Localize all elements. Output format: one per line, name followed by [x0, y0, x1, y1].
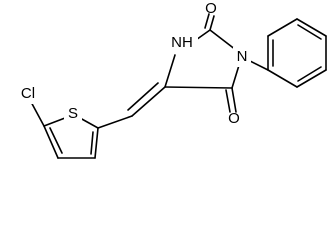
- nh-label-bg: [168, 33, 198, 53]
- bond-c2-ch: [97, 115, 133, 129]
- phenyl-ring: [267, 18, 327, 88]
- bond-ph5-ph6: [296, 69, 327, 88]
- methylidene-bridge: [97, 82, 166, 129]
- bond-s-c2: [79, 117, 99, 129]
- bond-ph2-ph3: [267, 18, 298, 37]
- bond-ph3-ph4-inner: [297, 24, 322, 40]
- bond-c5-cl: [29, 99, 45, 127]
- carbonyl-bottom: [225, 87, 237, 113]
- bond-c4-c5-inner: [49, 127, 63, 154]
- thiophene-ring: [43, 117, 99, 159]
- oxygen-top-label: O: [205, 0, 217, 17]
- bond-c2-c3: [94, 127, 99, 159]
- bond-ph5-ph6-inner: [297, 66, 322, 82]
- nitrogen-label: N: [237, 48, 248, 65]
- carbonyl-top: [204, 13, 215, 31]
- bond-ph6-ph1: [267, 69, 298, 88]
- bond-c5h-nh: [164, 54, 176, 88]
- bond-c2h-o-top-double: [204, 13, 210, 29]
- n-label-bg: [233, 47, 251, 67]
- bond-c2h-n3: [209, 29, 237, 51]
- bond-c4h-c5h: [164, 86, 233, 89]
- chemical-structure-drawing: Cl S NH N O O: [14, 0, 327, 159]
- bond-c4-c5: [43, 125, 59, 159]
- bond-ch-c5h-double: [127, 82, 159, 111]
- sulfur-label: S: [68, 105, 78, 122]
- cl-label-bg: [14, 84, 44, 104]
- bond-c5-s: [43, 117, 66, 127]
- bond-ch-c5h: [131, 86, 166, 117]
- chemical-structure-canvas: Cl S NH N O O: [14, 0, 327, 159]
- bond-c4h-o-bottom: [231, 87, 237, 113]
- bond-ph3-ph4: [296, 18, 327, 37]
- bond-c2-c3-inner: [90, 131, 94, 155]
- chlorine-label: Cl: [21, 85, 35, 102]
- s-label-bg: [64, 104, 82, 124]
- bond-c2h-o-top: [209, 15, 215, 31]
- nh-label: NH: [171, 34, 193, 51]
- bond-c4h-o-bottom-double: [225, 89, 231, 113]
- oxygen-bottom-label: O: [228, 110, 240, 127]
